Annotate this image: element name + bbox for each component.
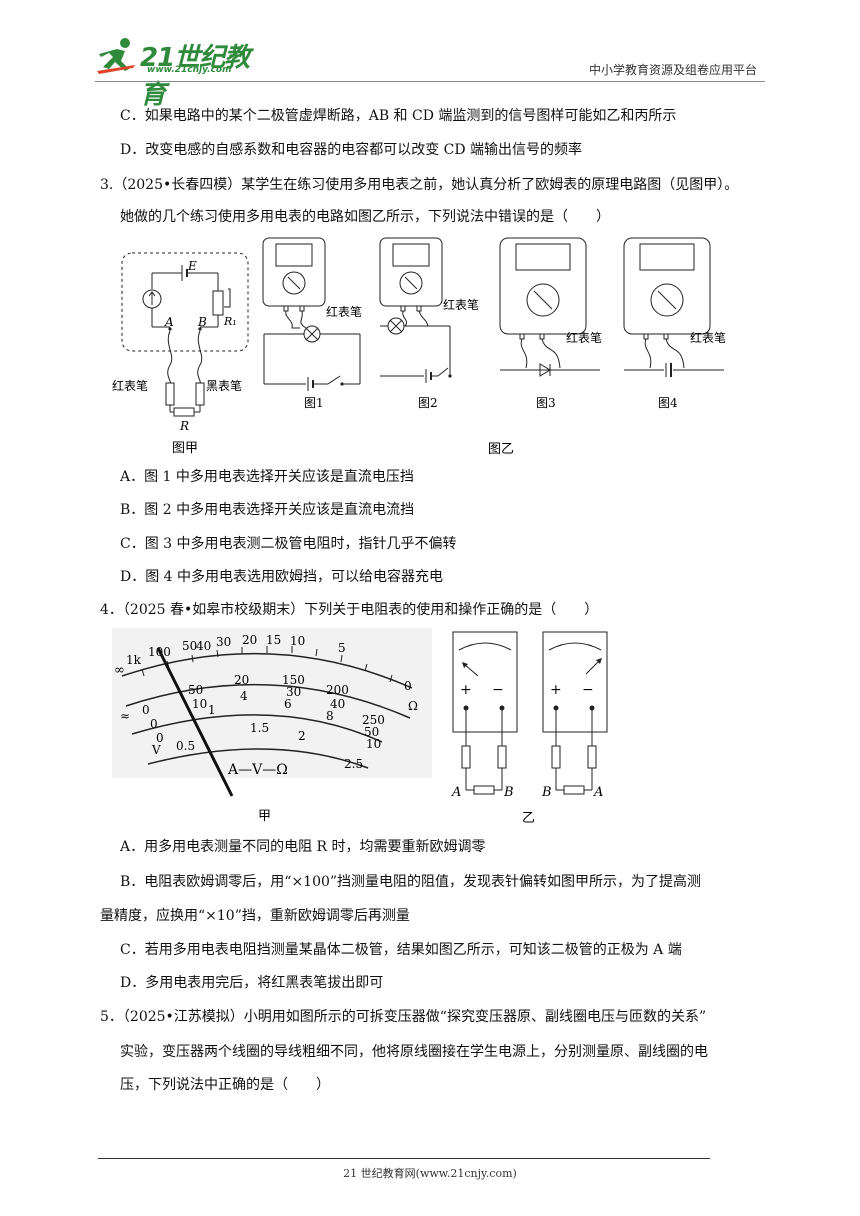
header-platform-text: 中小学教育资源及组卷应用平台 xyxy=(588,63,757,77)
label-red-pen-3: 红表笔 xyxy=(566,330,602,345)
low-1-5: 1.5 xyxy=(250,721,269,735)
q4-option-b-line2: 量精度，应换用“×10”挡，重新欧姆调零后再测量 xyxy=(100,908,410,924)
caption-fig-jia: 图甲 xyxy=(172,441,198,456)
label-a-left: A xyxy=(451,785,461,800)
label-a-right: A xyxy=(593,785,603,800)
caption-fig3: 图3 xyxy=(536,396,556,410)
q3-option-b: B．图 2 中多用电表选择开关应该是直流电流挡 xyxy=(120,502,415,518)
label-red-pen: 红表笔 xyxy=(112,378,148,393)
footer-divider xyxy=(98,1158,710,1159)
mid2-4: 4 xyxy=(240,689,248,703)
logo-text: 21世纪教育 xyxy=(140,43,250,110)
site-logo: 21世纪教育 www.21cnjy.com xyxy=(95,35,265,110)
q4-meter-dial-jia: ∞ 1k 100 50 40 30 20 15 10 5 0 Ω 50 20 1… xyxy=(112,628,432,824)
footer-text: 21 世纪教育网(www.21cnjy.com) xyxy=(343,1167,517,1180)
q3-stem-line1: 3.（2025•长春四模）某学生在练习使用多用电表之前，她认真分析了欧姆表的原理… xyxy=(100,177,739,193)
label-avo: A—V—Ω xyxy=(227,762,288,778)
label-b-right: B xyxy=(541,785,552,800)
q5-stem-line2: 实验，变压器两个线圈的导线粗细不同，他将原线圈接在学生电源上，分别测量原、副线圈… xyxy=(120,1044,708,1060)
q4-option-d: D．多用电表用完后，将红黑表笔拔出即可 xyxy=(120,975,384,991)
q5-stem-line1: 5．（2025•江苏模拟）小明用如图所示的可拆变压器做“探究变压器原、副线圈电压… xyxy=(100,1009,707,1025)
label-r: R xyxy=(179,419,189,433)
svg-text:0: 0 xyxy=(156,731,164,745)
scale-20: 20 xyxy=(242,633,257,647)
low-2-5: 2.5 xyxy=(344,757,363,771)
low-0-5: 0.5 xyxy=(176,739,195,753)
scale-inf: ∞ xyxy=(114,663,125,678)
meter-needle xyxy=(156,647,234,797)
multimeter-3: 红表笔 xyxy=(499,237,602,377)
mid-250: 250 xyxy=(362,713,385,727)
q4-option-b-line1: B．电阻表欧姆调零后，用“×100”挡测量电阻的阻值，发现表针偏转如图甲所示，为… xyxy=(120,874,702,890)
mid2-40: 40 xyxy=(330,697,345,711)
multimeter-1: 红表笔 xyxy=(262,237,362,391)
q3-stem-line2: 她做的几个练习使用多用电表的电路如图乙所示，下列说法中错误的是（ ） xyxy=(120,209,610,225)
caption-fig1: 图1 xyxy=(304,396,324,410)
q3-option-c: C．图 3 中多用电表测二极管电阻时，指针几乎不偏转 xyxy=(120,536,457,552)
caption-fig4: 图4 xyxy=(658,396,678,410)
q4-option-a: A．用多用电表测量不同的电阻 R 时，均需要重新欧姆调零 xyxy=(120,839,486,855)
q4-option-c: C．若用多用电表电阻挡测量某晶体二极管，结果如图乙所示，可知该二极管的正极为 A… xyxy=(120,942,682,958)
low-2: 2 xyxy=(298,729,306,743)
meter-left: + − A B xyxy=(451,631,518,800)
mid2-10b: 10 xyxy=(366,737,381,751)
plus-sign-left: + xyxy=(460,682,472,698)
q3-option-d: D．图 4 中多用电表选用欧姆挡，可以给电容器充电 xyxy=(120,569,444,585)
mark-dc-v: V xyxy=(151,743,161,757)
caption-q4-yi: 乙 xyxy=(522,811,535,826)
scale-5: 5 xyxy=(338,641,346,655)
scale-40: 40 xyxy=(196,639,211,653)
label-e: E xyxy=(187,259,197,273)
prev-option-c: C．如果电路中的某个二极管虚焊断路，AB 和 CD 端监测到的信号图样可能如乙和… xyxy=(120,108,677,124)
q4-stem: 4．（2025 春•如皋市校级期末）下列关于电阻表的使用和操作正确的是（ ） xyxy=(100,602,599,618)
label-b: B xyxy=(197,315,207,329)
mark-ac: ≈ xyxy=(120,709,130,723)
mid2-50: 50 xyxy=(364,725,379,739)
q4-figure-yi: + − A B + − B A 乙 xyxy=(451,631,608,826)
label-black-pen: 黑表笔 xyxy=(206,378,242,393)
prev-option-d: D．改变电感的自感系数和电容器的电容都可以改变 CD 端输出信号的频率 xyxy=(120,142,583,158)
plus-sign-right: + xyxy=(550,682,562,698)
multimeter-4: 红表笔 xyxy=(623,237,726,377)
scale-30: 30 xyxy=(216,635,231,649)
scale-50: 50 xyxy=(182,639,197,653)
mid-50: 50 xyxy=(188,683,203,697)
label-red-pen-1: 红表笔 xyxy=(326,304,362,319)
mid-100: 20 xyxy=(234,673,249,687)
header-divider xyxy=(95,81,765,82)
scale-10: 10 xyxy=(290,634,305,648)
mid2-30: 30 xyxy=(286,685,301,699)
caption-fig-yi: 图乙 xyxy=(488,442,514,457)
minus-sign-right: − xyxy=(582,682,594,698)
logo-url: www.21cnjy.com xyxy=(147,65,232,75)
caption-q4-jia: 甲 xyxy=(258,809,271,824)
page-header: 21世纪教育 www.21cnjy.com 中小学教育资源及组卷应用平台 xyxy=(95,35,765,110)
label-red-pen-4: 红表笔 xyxy=(690,330,726,345)
q3-option-a: A．图 1 中多用电表选择开关应该是直流电压挡 xyxy=(120,469,414,485)
q3-figure-jia: E R₁ A B 红表笔 黑表笔 R 图甲 xyxy=(112,252,249,456)
minus-sign-left: − xyxy=(492,682,504,698)
mid2-10: 10 xyxy=(192,697,207,711)
low-1: 1 xyxy=(208,703,216,717)
mid-200: 200 xyxy=(326,683,349,697)
runner-logo-icon xyxy=(97,38,135,74)
label-b-left: B xyxy=(503,785,514,800)
scale-15: 15 xyxy=(266,633,281,647)
label-red-pen-2: 红表笔 xyxy=(443,297,479,312)
mid2-6: 6 xyxy=(284,697,292,711)
scale-0: 0 xyxy=(404,679,412,693)
scale-ohm: Ω xyxy=(408,699,418,713)
svg-text:0: 0 xyxy=(150,717,158,731)
label-r1: R₁ xyxy=(223,315,237,328)
q5-stem-line3: 压，下列说法中正确的是（ ） xyxy=(120,1077,330,1093)
svg-text:0: 0 xyxy=(142,703,150,717)
mid-150: 150 xyxy=(282,673,305,687)
q3-figure-yi: 红表笔 图1 红表笔 图2 红表笔 xyxy=(262,237,726,457)
caption-fig2: 图2 xyxy=(418,396,438,410)
mid2-8: 8 xyxy=(326,709,334,723)
scale-1k: 1k xyxy=(126,653,142,667)
meter-right: + − B A xyxy=(541,631,608,800)
multimeter-2: 红表笔 xyxy=(379,237,479,383)
label-a: A xyxy=(164,315,174,329)
